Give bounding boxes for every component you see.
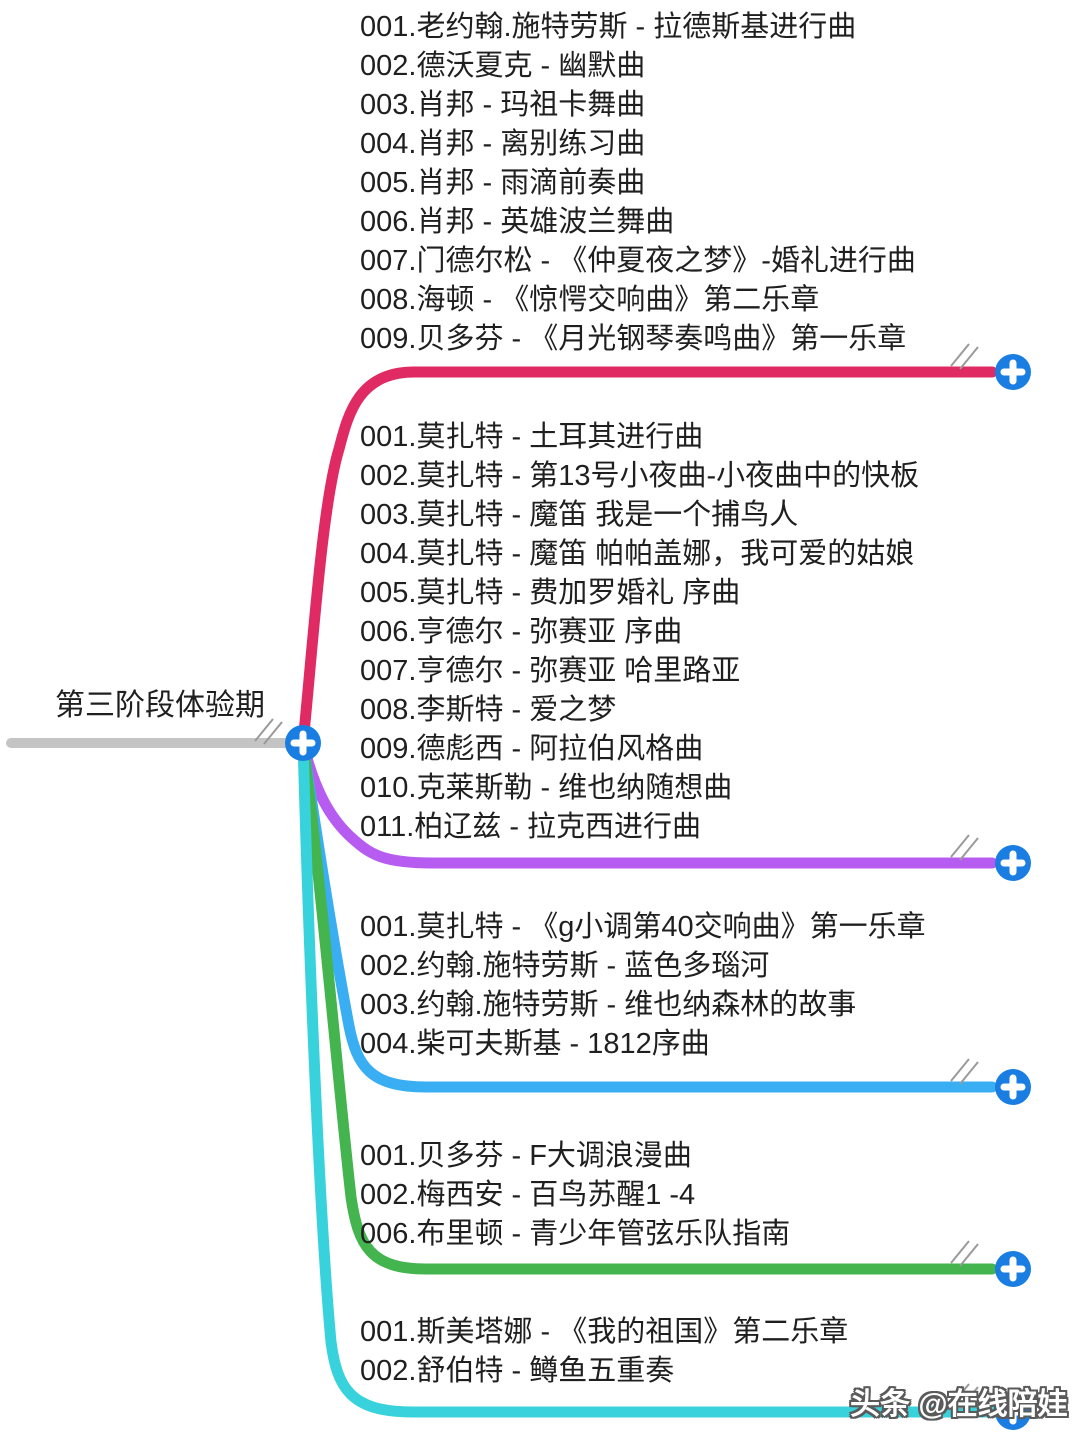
branch-node-2[interactable]: 001.莫扎特 - 土耳其进行曲 002.莫扎特 - 第13号小夜曲-小夜曲中的快… — [360, 418, 919, 847]
plus-icon — [1000, 359, 1026, 385]
song-item: 004.莫扎特 - 魔笛 帕帕盖娜，我可爱的姑娘 — [360, 538, 915, 570]
song-item: 001.莫扎特 - 《g小调第40交响曲》第一乐章 — [360, 911, 926, 943]
branch-node-4[interactable]: 001.贝多芬 - F大调浪漫曲 002.梅西安 - 百鸟苏醒1 -4 006.布里… — [360, 1137, 790, 1254]
song-item: 001.贝多芬 - F大调浪漫曲 — [360, 1140, 692, 1172]
plus-icon — [1000, 1074, 1026, 1100]
branch-connector-2 — [297, 737, 998, 869]
song-item: 006.布里顿 - 青少年管弦乐队指南 — [360, 1218, 791, 1250]
diagonal-marks-icon-3 — [950, 1058, 979, 1085]
song-item: 004.肖邦 - 离别练习曲 — [360, 128, 646, 160]
song-item: 002.莫扎特 - 第13号小夜曲-小夜曲中的快板 — [360, 460, 920, 492]
song-item: 010.克莱斯勒 - 维也纳随想曲 — [360, 772, 733, 804]
song-item: 003.肖邦 - 玛祖卡舞曲 — [360, 89, 646, 121]
diagonal-marks-icon-2 — [950, 834, 979, 861]
plus-icon — [290, 730, 316, 756]
plus-icon — [1000, 1256, 1026, 1282]
song-item: 007.门德尔松 - 《仲夏夜之梦》-婚礼进行曲 — [360, 245, 916, 277]
song-item: 005.肖邦 - 雨滴前奏曲 — [360, 167, 646, 199]
branch-node-5[interactable]: 001.斯美塔娜 - 《我的祖国》第二乐章 002.舒伯特 - 鳟鱼五重奏 — [360, 1313, 848, 1391]
song-item: 003.约翰.施特劳斯 - 维也纳森林的故事 — [360, 989, 857, 1021]
song-item: 007.亨德尔 - 弥赛亚 哈里路亚 — [360, 655, 741, 687]
branch-connector-5 — [297, 737, 998, 1418]
song-item: 001.莫扎特 - 土耳其进行曲 — [360, 421, 704, 453]
song-item: 009.贝多芬 - 《月光钢琴奏鸣曲》第一乐章 — [360, 323, 907, 355]
song-item: 001.老约翰.施特劳斯 - 拉德斯基进行曲 — [360, 11, 857, 43]
song-item: 002.梅西安 - 百鸟苏醒1 -4 — [360, 1179, 696, 1211]
song-item: 006.肖邦 - 英雄波兰舞曲 — [360, 206, 675, 238]
song-item: 002.德沃夏克 - 幽默曲 — [360, 50, 646, 82]
add-child-button-5[interactable] — [995, 1394, 1031, 1430]
watermark: 头条 @在线陪娃 — [850, 1388, 1068, 1421]
song-item: 008.李斯特 - 爱之梦 — [360, 694, 617, 726]
song-item: 005.莫扎特 - 费加罗婚礼 序曲 — [360, 577, 741, 609]
song-item: 002.舒伯特 - 鳟鱼五重奏 — [360, 1355, 675, 1387]
song-item: 006.亨德尔 - 弥赛亚 序曲 — [360, 616, 683, 648]
diagonal-marks-icon-4 — [950, 1240, 979, 1267]
add-child-button-3[interactable] — [995, 1069, 1031, 1105]
add-child-button-root[interactable] — [285, 725, 321, 761]
branch-node-3[interactable]: 001.莫扎特 - 《g小调第40交响曲》第一乐章 002.约翰.施特劳斯 - 蓝… — [360, 908, 926, 1064]
song-item: 001.斯美塔娜 - 《我的祖国》第二乐章 — [360, 1316, 849, 1348]
branch-connector-4 — [297, 737, 998, 1275]
song-item: 003.莫扎特 - 魔笛 我是一个捕鸟人 — [360, 499, 799, 531]
diagonal-marks-icon-1 — [950, 343, 979, 370]
song-item: 011.柏辽兹 - 拉克西进行曲 — [360, 811, 702, 843]
song-item: 004.柴可夫斯基 - 1812序曲 — [360, 1028, 710, 1060]
add-child-button-1[interactable] — [995, 354, 1031, 390]
plus-icon — [1000, 1399, 1026, 1425]
add-child-button-4[interactable] — [995, 1251, 1031, 1287]
song-item: 002.约翰.施特劳斯 - 蓝色多瑙河 — [360, 950, 770, 982]
root-topic[interactable]: 第三阶段体验期 — [55, 689, 265, 722]
plus-icon — [1000, 850, 1026, 876]
song-item: 009.德彪西 - 阿拉伯风格曲 — [360, 733, 704, 765]
branch-connector-1 — [297, 366, 998, 749]
diagonal-marks-icon-5 — [950, 1383, 979, 1410]
branch-node-1[interactable]: 001.老约翰.施特劳斯 - 拉德斯基进行曲 002.德沃夏克 - 幽默曲 003.… — [360, 8, 916, 359]
diagonal-marks-icon-root — [254, 718, 283, 745]
add-child-button-2[interactable] — [995, 845, 1031, 881]
song-item: 008.海顿 - 《惊愕交响曲》第二乐章 — [360, 284, 820, 316]
